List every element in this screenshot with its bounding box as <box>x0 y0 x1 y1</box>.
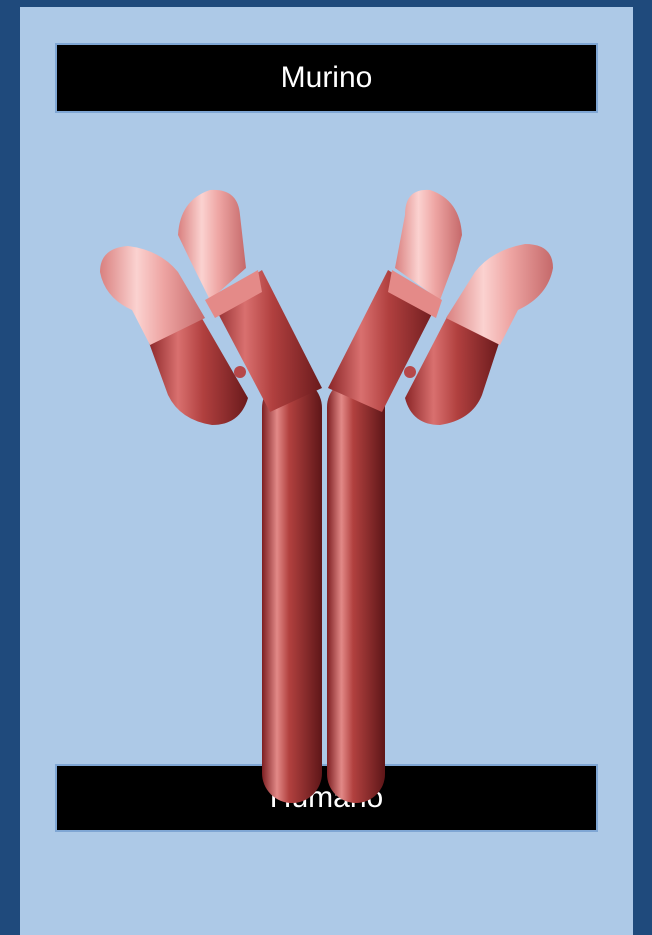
heavy-chain-stem-left <box>262 378 322 803</box>
heavy-chain-stem-right <box>327 378 385 803</box>
